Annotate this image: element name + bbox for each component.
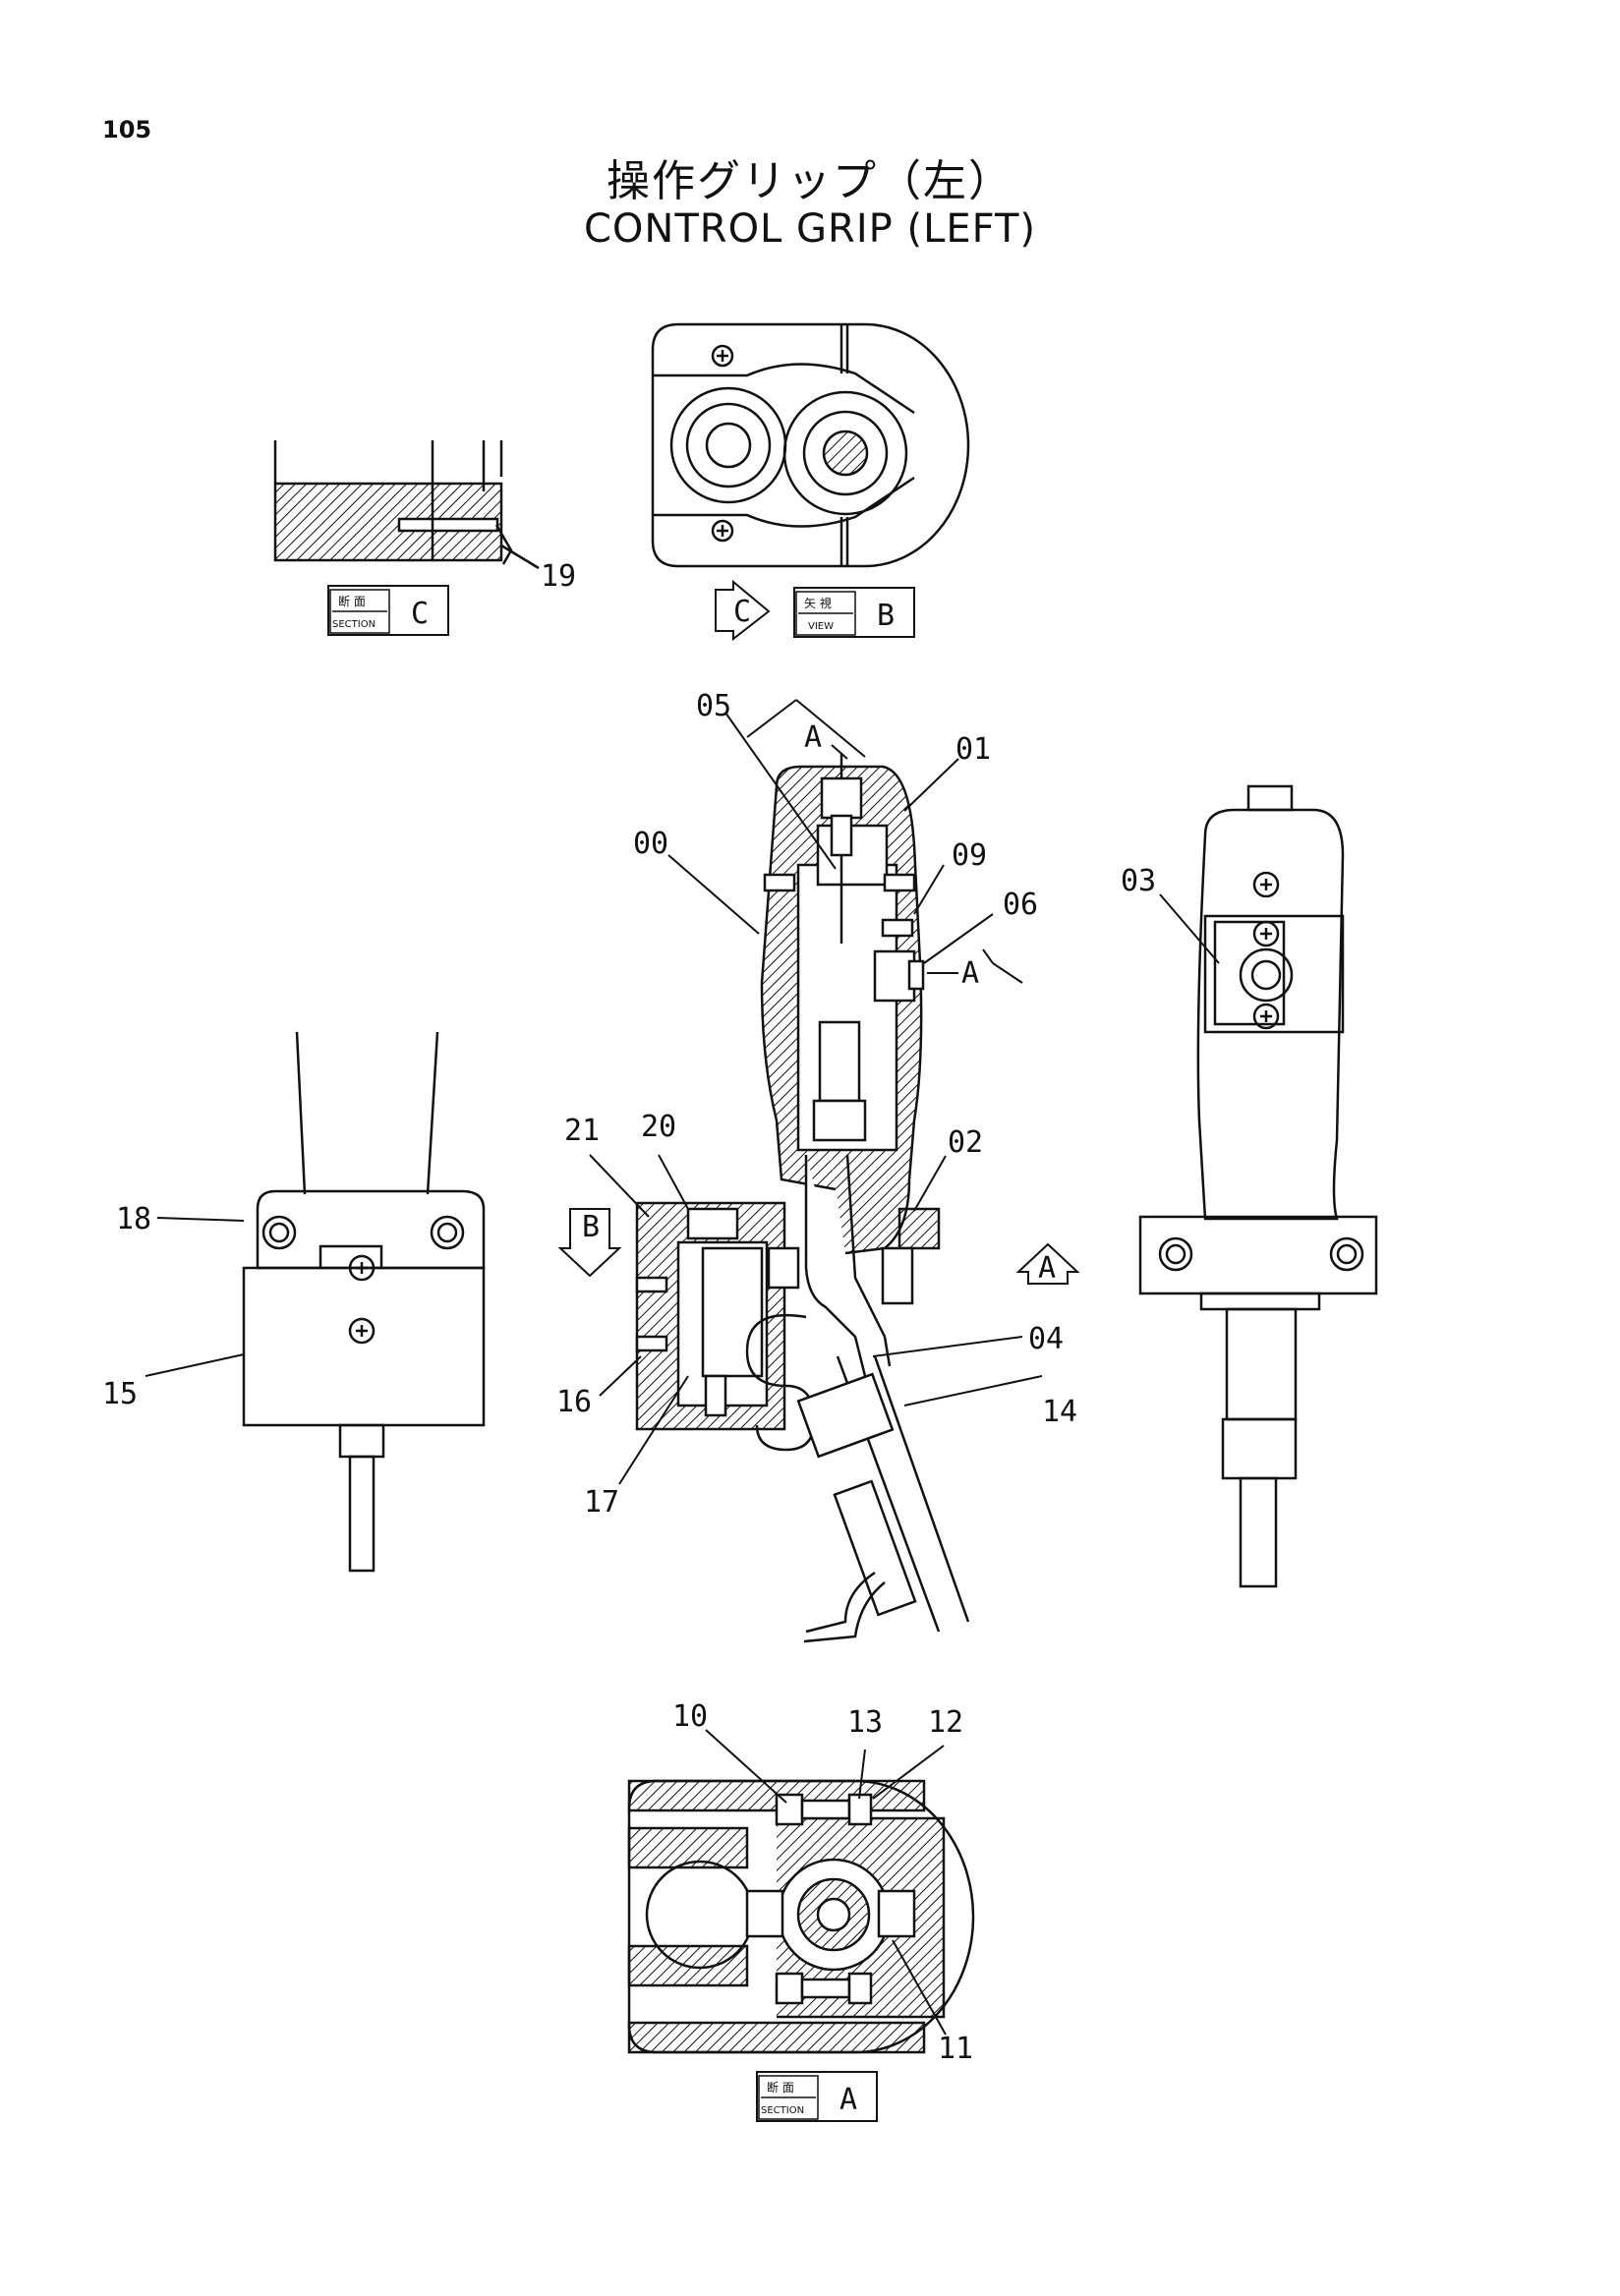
left-block-view	[242, 1031, 486, 1573]
title-english: CONTROL GRIP (LEFT)	[584, 206, 1036, 252]
section-a-box: 断 面 SECTION A	[756, 2071, 878, 2122]
svg-text:A: A	[1038, 1251, 1056, 1286]
right-view-a	[1138, 784, 1378, 1588]
section-a-cut-top: A	[746, 699, 866, 760]
part-label-09: 09	[952, 838, 987, 873]
svg-text:C: C	[733, 595, 751, 629]
part-label-05: 05	[696, 689, 731, 723]
part-label-17: 17	[584, 1485, 619, 1520]
section-c-letter: C	[411, 597, 429, 631]
view-c-arrow: C	[715, 579, 771, 642]
part-label-20: 20	[641, 1110, 676, 1144]
section-c-box: 断 面 SECTION C	[327, 585, 449, 636]
part-label-04: 04	[1028, 1322, 1064, 1356]
svg-text:SECTION: SECTION	[332, 619, 376, 630]
svg-text:A: A	[961, 956, 979, 991]
svg-text:VIEW: VIEW	[808, 621, 834, 632]
part-label-06: 06	[1003, 888, 1038, 922]
part-label-02: 02	[948, 1125, 983, 1160]
section-c-drawing	[273, 440, 513, 565]
view-b-arrow: B	[557, 1208, 622, 1278]
main-grip-section	[635, 753, 970, 1643]
view-b-drawing	[651, 322, 970, 568]
view-a-arrow: A	[1015, 1242, 1080, 1286]
view-b-letter: B	[877, 599, 895, 633]
svg-text:断 面: 断 面	[338, 594, 366, 608]
section-a-cut-side: A	[927, 948, 1023, 991]
part-label-00: 00	[633, 827, 668, 861]
svg-text:A: A	[804, 720, 822, 755]
svg-text:SECTION: SECTION	[761, 2105, 804, 2116]
section-a-letter: A	[839, 2083, 857, 2117]
leader-lines	[589, 712, 1043, 1485]
part-label-12: 12	[928, 1705, 963, 1740]
part-label-14: 14	[1042, 1395, 1077, 1429]
part-label-19: 19	[541, 559, 576, 594]
part-label-16: 16	[556, 1385, 592, 1419]
svg-text:矢 視: 矢 視	[804, 596, 832, 610]
part-label-11: 11	[938, 2032, 973, 2066]
part-label-13: 13	[847, 1705, 883, 1740]
part-label-21: 21	[564, 1114, 600, 1148]
svg-text:B: B	[582, 1210, 600, 1244]
page-number: 105	[102, 116, 152, 144]
title-japanese: 操作グリップ（左）	[607, 156, 1013, 206]
part-label-18: 18	[116, 1202, 151, 1236]
part-label-15: 15	[102, 1377, 138, 1411]
part-label-03: 03	[1121, 864, 1156, 898]
svg-text:断 面: 断 面	[767, 2080, 794, 2095]
part-label-01: 01	[955, 732, 991, 767]
section-a-drawing	[627, 1779, 975, 2054]
part-label-10: 10	[672, 1699, 708, 1734]
view-b-box: 矢 視 VIEW B	[793, 587, 915, 638]
